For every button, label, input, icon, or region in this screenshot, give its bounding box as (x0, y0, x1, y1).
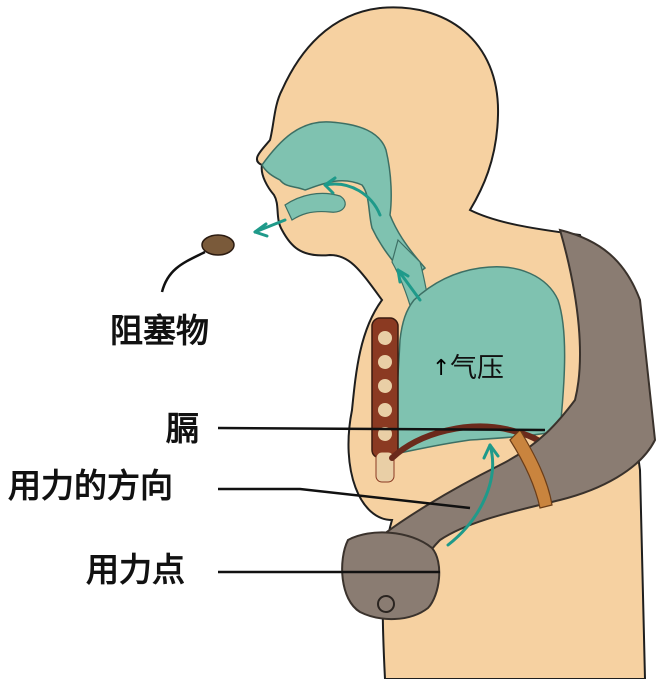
obstruction-pointer (162, 252, 205, 292)
obstruction-object (202, 235, 234, 255)
air-pressure-label: 气压 (450, 355, 504, 382)
up-arrow-icon: ↑ (432, 356, 450, 381)
force-direction-label: 用力的方向 (8, 469, 173, 502)
obstruction-label: 阻塞物 (110, 314, 209, 347)
diaphragm-label: 膈 (166, 412, 199, 445)
fist (342, 532, 439, 619)
force-point-label: 用力点 (86, 553, 185, 586)
